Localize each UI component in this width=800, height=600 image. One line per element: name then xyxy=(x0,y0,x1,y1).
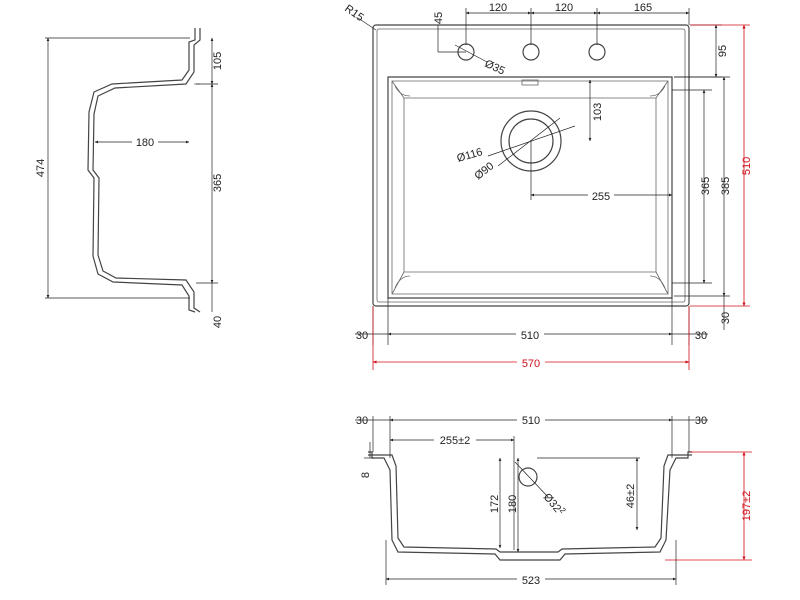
label-165: 165 xyxy=(634,2,652,14)
dim-d35-leader xyxy=(454,44,488,63)
label-45: 45 xyxy=(433,12,445,24)
label-front-30-right: 30 xyxy=(695,415,707,427)
label-255-2: 255±2 xyxy=(440,435,471,447)
label-365: 365 xyxy=(212,174,224,192)
label-255: 255 xyxy=(592,191,610,203)
label-103: 103 xyxy=(592,103,604,121)
overflow-slot xyxy=(521,79,539,86)
label-30-left: 30 xyxy=(356,330,368,342)
label-30-right-h: 30 xyxy=(695,330,707,342)
label-40: 40 xyxy=(212,316,224,328)
label-172: 172 xyxy=(489,495,501,513)
front-section: 30 510 30 255±2 8 172 180 Ø322 46±2 197±… xyxy=(355,412,753,587)
top-view: R15 120 120 165 45 Ø35 95 103 Ø116 Ø90 xyxy=(342,2,753,370)
label-d32: Ø322 xyxy=(541,490,568,519)
label-30-right-vert: 30 xyxy=(720,312,732,324)
label-510-red: 510 xyxy=(741,157,753,175)
label-105: 105 xyxy=(212,52,224,70)
label-120-a: 120 xyxy=(489,2,507,14)
label-front-30-left: 30 xyxy=(356,415,368,427)
label-front-510: 510 xyxy=(522,415,540,427)
bowl-outline-inner xyxy=(391,80,669,295)
label-d32-sup: 2 xyxy=(558,506,568,516)
label-8: 8 xyxy=(360,472,372,478)
side-view: 474 105 365 40 180 xyxy=(35,28,224,328)
label-385: 385 xyxy=(720,177,732,195)
bowl-floor xyxy=(403,97,657,273)
label-180: 180 xyxy=(136,137,154,149)
tap-hole-3 xyxy=(588,43,606,61)
dim-r15-leader xyxy=(357,17,377,31)
bowl-corners xyxy=(391,80,669,295)
label-180-front: 180 xyxy=(507,495,519,513)
front-profile-inner xyxy=(368,454,692,553)
label-d35: Ø35 xyxy=(483,58,507,78)
bowl-outline xyxy=(387,76,673,299)
label-95: 95 xyxy=(717,45,729,57)
drain-hole-front xyxy=(518,467,538,487)
label-d116: Ø116 xyxy=(456,146,484,165)
side-profile-outer xyxy=(87,28,196,313)
label-474: 474 xyxy=(35,159,47,177)
bowl-corner-fillets xyxy=(394,85,666,289)
label-120-b: 120 xyxy=(555,2,573,14)
label-523: 523 xyxy=(522,575,540,587)
label-46-2: 46±2 xyxy=(625,484,637,508)
label-197-2: 197±2 xyxy=(741,491,753,522)
front-profile-outer xyxy=(368,451,692,561)
dim-d90-leader xyxy=(497,117,561,167)
tap-hole-2 xyxy=(522,43,540,61)
label-510-bottom: 510 xyxy=(521,330,539,342)
dim-d32-leader xyxy=(514,461,549,498)
label-d90: Ø90 xyxy=(472,160,496,182)
dim-d116-leader xyxy=(487,125,576,157)
label-365-top: 365 xyxy=(700,177,712,195)
label-570: 570 xyxy=(522,358,540,370)
side-profile-inner xyxy=(92,28,201,313)
